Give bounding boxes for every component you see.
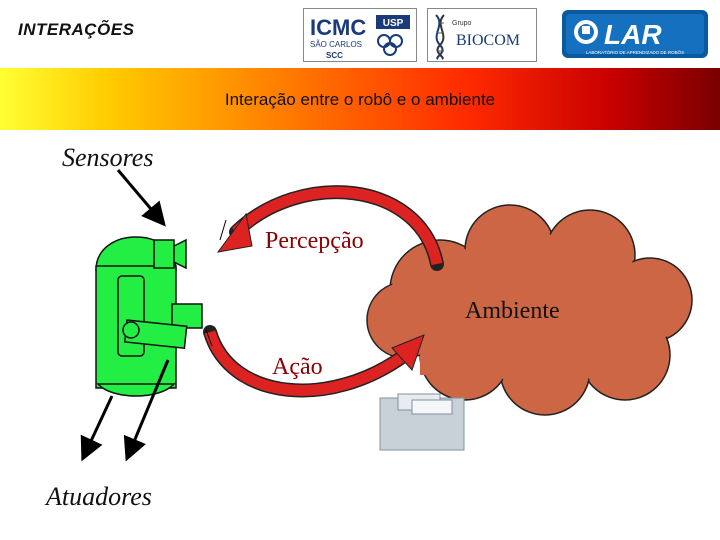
sensor-arrow: [116, 169, 166, 227]
icmc-logo: ICMC USP SÃO CARLOS SCC: [303, 8, 417, 62]
gray-box: [379, 393, 465, 451]
banner-title: Interação entre o robô e o ambiente: [224, 90, 496, 109]
lar-subtitle: LABORATÓRIO DE APRENDIZADO DE ROBÔS: [586, 49, 684, 55]
icmc-city-text: SÃO CARLOS: [310, 40, 362, 49]
section-title: INTERAÇÕES: [18, 20, 135, 39]
icmc-logo-text: ICMC: [310, 15, 366, 40]
actuators-label: Atuadores: [46, 482, 152, 511]
actuator-arrow-left: [80, 395, 114, 462]
lar-logo: LAR LABORATÓRIO DE APRENDIZADO DE ROBÔS: [560, 8, 710, 60]
usp-badge-text: USP: [383, 18, 404, 29]
robot: [95, 236, 203, 397]
perception-label: Percepção: [265, 228, 364, 254]
lar-text: LAR: [604, 19, 662, 50]
action-label: Ação: [272, 354, 323, 380]
biocom-logo: Grupo BIOCOM: [427, 8, 537, 62]
icmc-scc-text: SCC: [326, 51, 343, 60]
environment-label: Ambiente: [465, 298, 560, 324]
biocom-text: BIOCOM: [456, 32, 520, 49]
sensors-label: Sensores: [62, 143, 154, 172]
title-banner: [0, 68, 720, 130]
biocom-prefix: Grupo: [452, 20, 472, 27]
actuator-arrow-right: [123, 359, 170, 462]
